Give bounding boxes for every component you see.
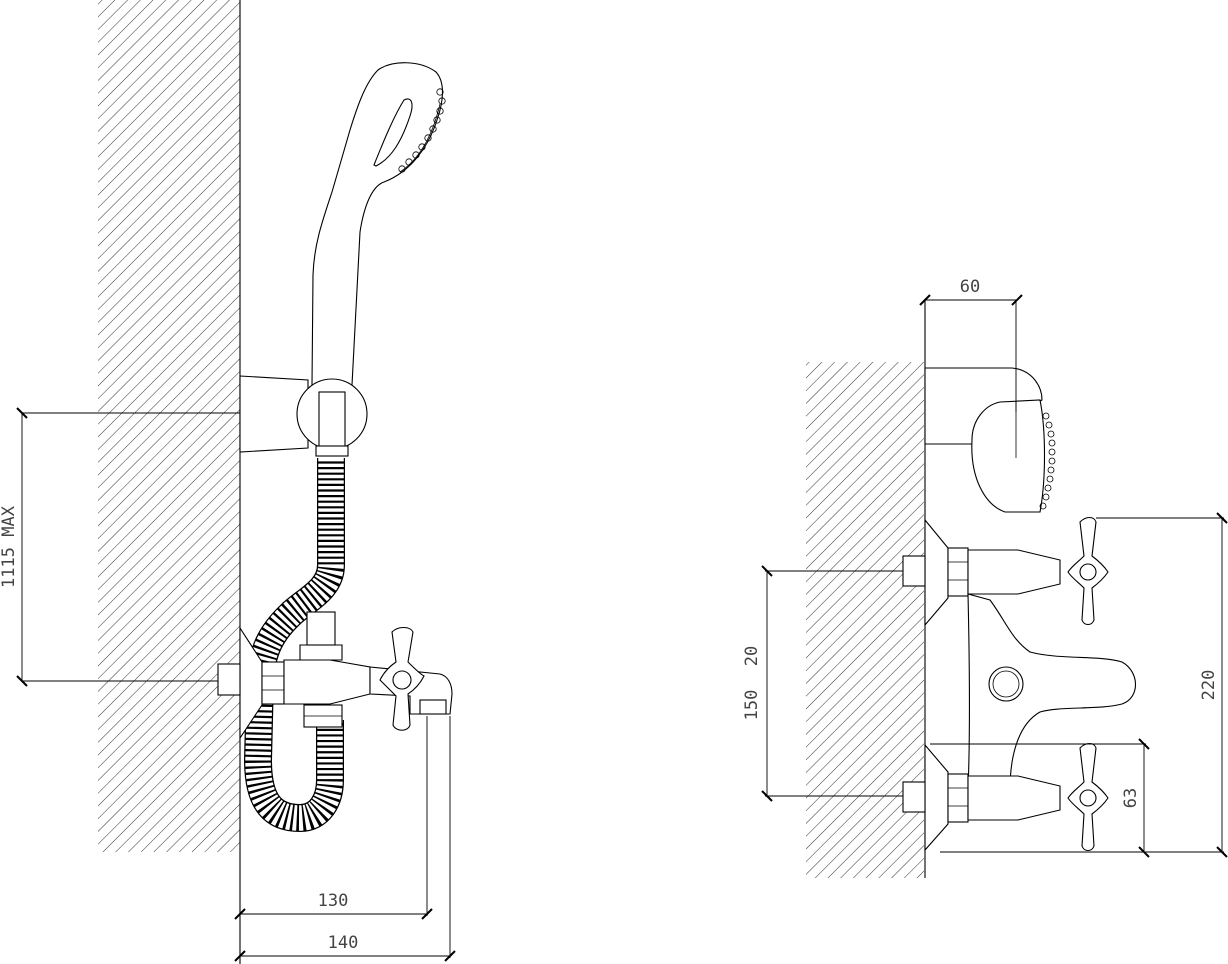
dim-63: 63 <box>930 738 1150 858</box>
dim-220-label: 220 <box>1199 670 1219 701</box>
dim-220: 220 <box>940 512 1228 858</box>
dim-150-label: 150 <box>742 690 762 721</box>
side-view: 1115 MAX 130 140 <box>0 0 456 964</box>
dim-1115: 1115 MAX <box>0 407 240 687</box>
dim-130-140: 130 140 <box>234 716 456 962</box>
dim-60-label: 60 <box>960 277 980 297</box>
shower-head-front <box>924 367 1056 513</box>
shower-hose <box>243 458 345 833</box>
spray-nozzles <box>398 88 446 173</box>
dim-60: 60 <box>919 277 1023 412</box>
mixer-side <box>217 611 453 740</box>
spray-nozzles-front <box>1039 412 1056 510</box>
dim-20-label: 20 <box>742 646 762 666</box>
front-view: 60 20 150 220 63 <box>742 277 1228 878</box>
dim-130-label: 130 <box>318 891 349 911</box>
spout-front <box>967 593 1136 791</box>
valve-upper <box>902 516 1109 627</box>
dim-1115-label: 1115 MAX <box>0 505 19 588</box>
valve-lower <box>902 742 1109 852</box>
dim-150: 20 150 <box>742 565 903 802</box>
dim-140-label: 140 <box>328 933 359 953</box>
hand-shower <box>311 62 446 386</box>
dim-63-label: 63 <box>1121 788 1141 808</box>
wall-hatch-left <box>98 0 240 852</box>
shower-holder <box>239 375 368 457</box>
